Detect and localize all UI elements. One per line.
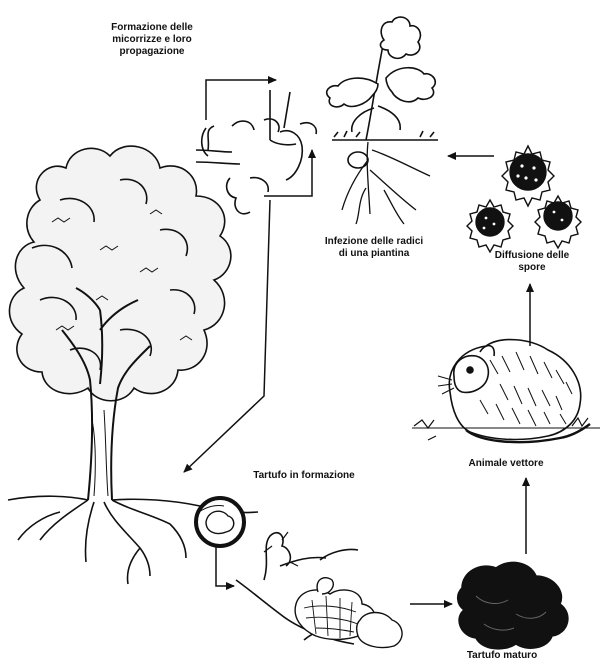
tree-crown <box>9 146 230 401</box>
spore-small-left <box>467 200 513 252</box>
truffle-forming <box>196 498 402 648</box>
arrow-circle-to-roots <box>216 546 234 586</box>
spore-small-right <box>535 196 581 248</box>
mycorrhiza-detail <box>196 90 316 214</box>
spore-large <box>502 146 554 206</box>
mature-truffle <box>458 562 568 648</box>
spores <box>467 146 581 252</box>
oak-seedling <box>327 17 438 224</box>
vector-animal <box>412 340 600 443</box>
arrow-mycorrhiza-in <box>206 80 276 120</box>
arrow-mycorrhiza-to-seedling <box>264 150 312 196</box>
